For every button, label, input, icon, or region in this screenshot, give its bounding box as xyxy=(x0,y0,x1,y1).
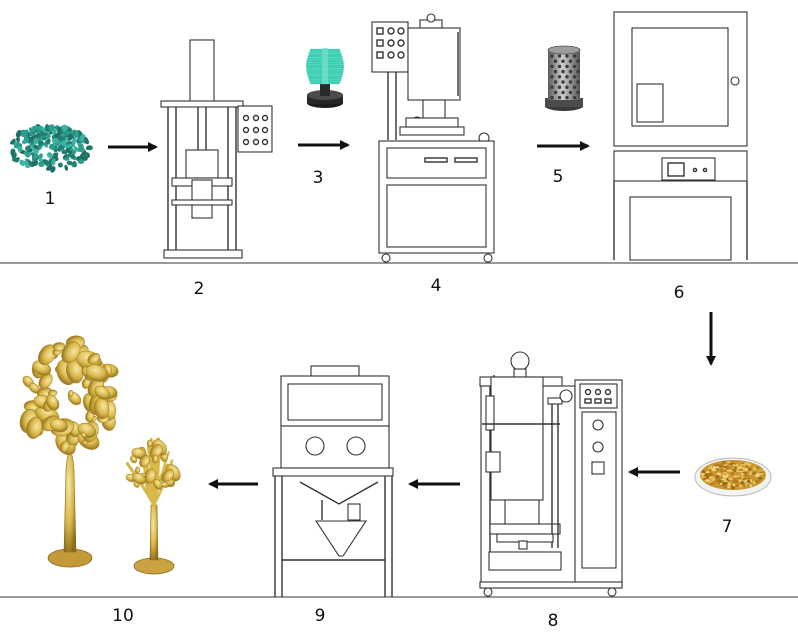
step-label-10: 10 xyxy=(112,606,134,626)
step-label-7: 7 xyxy=(722,517,733,537)
green-granules-pile xyxy=(9,124,93,173)
brush-tool xyxy=(305,48,345,108)
injection-press-machine xyxy=(160,39,273,259)
step-label-2: 2 xyxy=(194,279,205,299)
step-label-4: 4 xyxy=(431,276,442,296)
step-label-5: 5 xyxy=(553,167,564,187)
step-label-6: 6 xyxy=(674,283,685,303)
perforated-cylinder xyxy=(545,45,583,111)
step-label-8: 8 xyxy=(548,611,559,631)
debinding-oven xyxy=(613,11,748,261)
gold-sintered-trees xyxy=(19,335,181,575)
step-label-3: 3 xyxy=(313,168,324,188)
step-label-9: 9 xyxy=(315,606,326,626)
step-label-1: 1 xyxy=(45,189,56,209)
control-buttons-icon xyxy=(242,114,269,146)
embossing-machine xyxy=(371,13,495,263)
finishing-cabinet xyxy=(272,365,394,597)
sintering-machine xyxy=(479,351,623,597)
panel-buttons-icon xyxy=(376,27,405,59)
gold-granules-dish xyxy=(694,457,772,497)
